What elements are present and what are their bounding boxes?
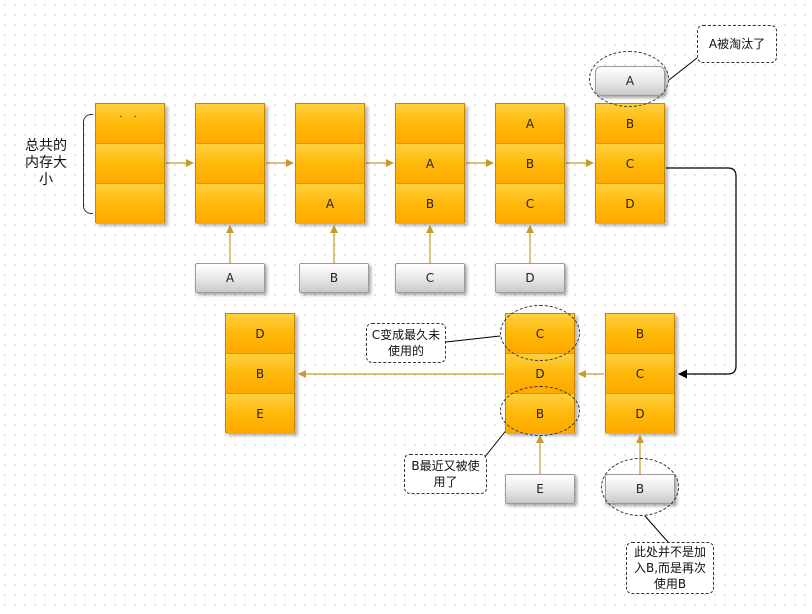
c-highlight-ellipse xyxy=(500,305,580,361)
reuse-b-highlight-ellipse xyxy=(601,458,679,516)
b-highlight-ellipse xyxy=(500,386,580,436)
input-block: A xyxy=(195,263,265,293)
memory-cell: C xyxy=(496,184,564,224)
memory-cell: A xyxy=(496,104,564,144)
callout-c-least-recent: C变成最久未 使用的 xyxy=(366,323,446,363)
callout-connector xyxy=(644,515,669,543)
input-block: E xyxy=(505,474,575,504)
memory-cell xyxy=(96,184,164,224)
callout-reuse-b: 此处并不是加 入B,而是再次 使用B xyxy=(626,542,714,594)
memory-cell: · · xyxy=(96,104,164,144)
memory-cell: A xyxy=(296,184,364,224)
memory-column: · · xyxy=(95,103,165,224)
memory-cell: A xyxy=(396,144,464,184)
memory-column: B C D xyxy=(605,313,675,434)
input-block: B xyxy=(299,263,369,293)
memory-cell: C xyxy=(596,144,664,184)
memory-cell xyxy=(296,144,364,184)
memory-cell: D xyxy=(596,184,664,224)
evicted-highlight-ellipse xyxy=(589,51,669,107)
memory-cell xyxy=(196,144,264,184)
input-block: D xyxy=(495,263,565,293)
memory-column: A xyxy=(295,103,365,224)
row-connector-arrow xyxy=(666,167,737,379)
memory-column: D B E xyxy=(225,313,295,434)
memory-cell: D xyxy=(226,314,294,354)
callout-connector xyxy=(445,335,501,343)
total-memory-label: 总共的 内存大 小 xyxy=(25,138,67,188)
memory-cell xyxy=(396,104,464,144)
callout-evicted: A被淘汰了 xyxy=(697,25,777,63)
callout-b-recent: B最近又被使 用了 xyxy=(404,454,487,494)
memory-cell: B xyxy=(226,354,294,394)
callout-connector xyxy=(668,57,698,81)
memory-column: A B xyxy=(395,103,465,224)
memory-column: A B C xyxy=(495,103,565,224)
memory-cell xyxy=(296,104,364,144)
memory-cell: B xyxy=(396,184,464,224)
memory-cell: B xyxy=(496,144,564,184)
memory-cell xyxy=(196,104,264,144)
memory-cell: B xyxy=(606,314,674,354)
memory-cell: E xyxy=(226,394,294,434)
memory-cell: D xyxy=(606,394,674,434)
memory-cell xyxy=(196,184,264,224)
memory-brace xyxy=(83,114,93,214)
memory-column xyxy=(195,103,265,224)
memory-cell: B xyxy=(596,104,664,144)
memory-cell xyxy=(96,144,164,184)
memory-column: B C D xyxy=(595,103,665,224)
memory-cell: C xyxy=(606,354,674,394)
input-block: C xyxy=(395,263,465,293)
